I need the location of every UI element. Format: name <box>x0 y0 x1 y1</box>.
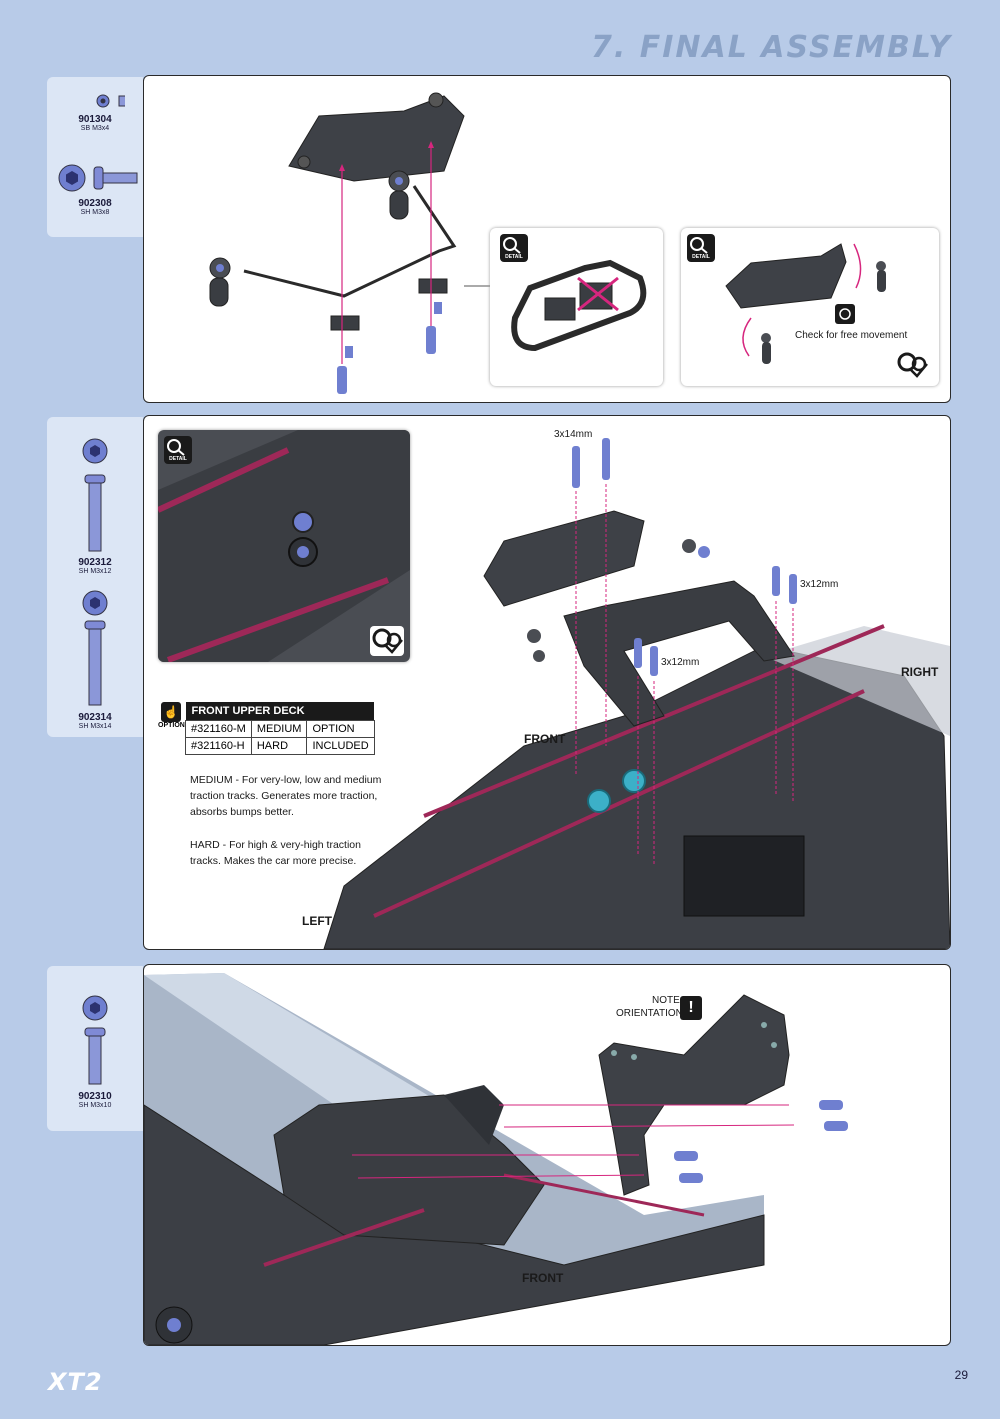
hex-screw-icon <box>82 438 108 552</box>
part-902308: 902308 SH M3x8 <box>47 163 143 216</box>
detail-icon: DETAIL <box>687 234 715 262</box>
page-number: 29 <box>954 1368 968 1382</box>
detail-inset-2: DETAIL Check for free movement <box>681 228 939 386</box>
sprue-parts-illustration <box>511 259 647 352</box>
detail-inset-3: DETAIL <box>158 430 410 662</box>
orientation-label: ORIENTATION <box>616 1008 683 1019</box>
direction-left: LEFT <box>302 914 332 928</box>
step3-illustration <box>144 973 848 1345</box>
step1-panel: DETAIL DETAIL Check for free movement <box>143 75 951 403</box>
hex-screw-icon <box>82 995 108 1085</box>
step2-panel: DETAIL 3x14mm 3x12mm 3x12mm RIGHT FRONT … <box>143 415 951 950</box>
part-902314: 902314 SH M3x14 <box>47 589 143 730</box>
check-gear-icon <box>370 626 404 656</box>
detail-inset-1: DETAIL <box>490 228 663 386</box>
table-row: #321160-H HARD INCLUDED <box>185 737 375 755</box>
screw-label-3x14: 3x14mm <box>554 429 593 440</box>
check-gear-icon <box>897 352 928 378</box>
part-902310: 902310 SH M3x10 <box>47 994 143 1109</box>
table-row: #321160-M MEDIUM OPTION <box>185 720 375 738</box>
part-902312: 902312 SH M3x12 <box>47 437 143 575</box>
thumbs-up-icon: ☝ <box>161 702 181 722</box>
detail-icon: DETAIL <box>500 234 528 262</box>
parts-column-step2: 902312 SH M3x12 902314 SH M3x14 <box>47 417 143 737</box>
note-label: NOTE <box>652 995 680 1006</box>
set-screw-icon <box>96 94 134 108</box>
exclamation-icon: ! <box>680 996 702 1020</box>
page-title: 7. FINAL ASSEMBLY <box>591 30 952 65</box>
table-header: FRONT UPPER DECK <box>185 702 375 721</box>
direction-front: FRONT <box>524 732 566 746</box>
hex-screw-icon <box>82 590 108 706</box>
direction-front: FRONT <box>522 1271 564 1285</box>
step1-illustration <box>209 92 492 394</box>
ball-joint-detail-illustration <box>158 430 410 662</box>
parts-column-step1: 901304 SB M3x4 902308 SH M3x8 <box>47 77 143 237</box>
movement-check-illustration <box>725 243 886 364</box>
step3-panel: NOTE ORIENTATION ! FRONT <box>143 964 951 1346</box>
parts-column-step3: 902310 SH M3x10 <box>47 966 143 1131</box>
front-upper-deck-table: FRONT UPPER DECK #321160-M MEDIUM OPTION… <box>185 702 375 755</box>
desc-hard: HARD - For high & very-high traction tra… <box>190 839 361 867</box>
direction-right: RIGHT <box>901 665 939 679</box>
option-badge: ☝ OPTION <box>158 702 185 729</box>
xt2-logo: XT2 <box>48 1368 103 1396</box>
detail-icon: DETAIL <box>164 436 192 464</box>
step2-illustration <box>323 438 950 949</box>
hex-screw-icon <box>58 164 138 192</box>
screw-label-3x12-center: 3x12mm <box>661 657 700 668</box>
part-901304: 901304 SB M3x4 <box>47 93 143 132</box>
check-movement-text: Check for free movement <box>795 330 908 341</box>
screw-label-3x12-right: 3x12mm <box>800 579 839 590</box>
desc-medium: MEDIUM - For very-low, low and medium tr… <box>190 774 382 818</box>
